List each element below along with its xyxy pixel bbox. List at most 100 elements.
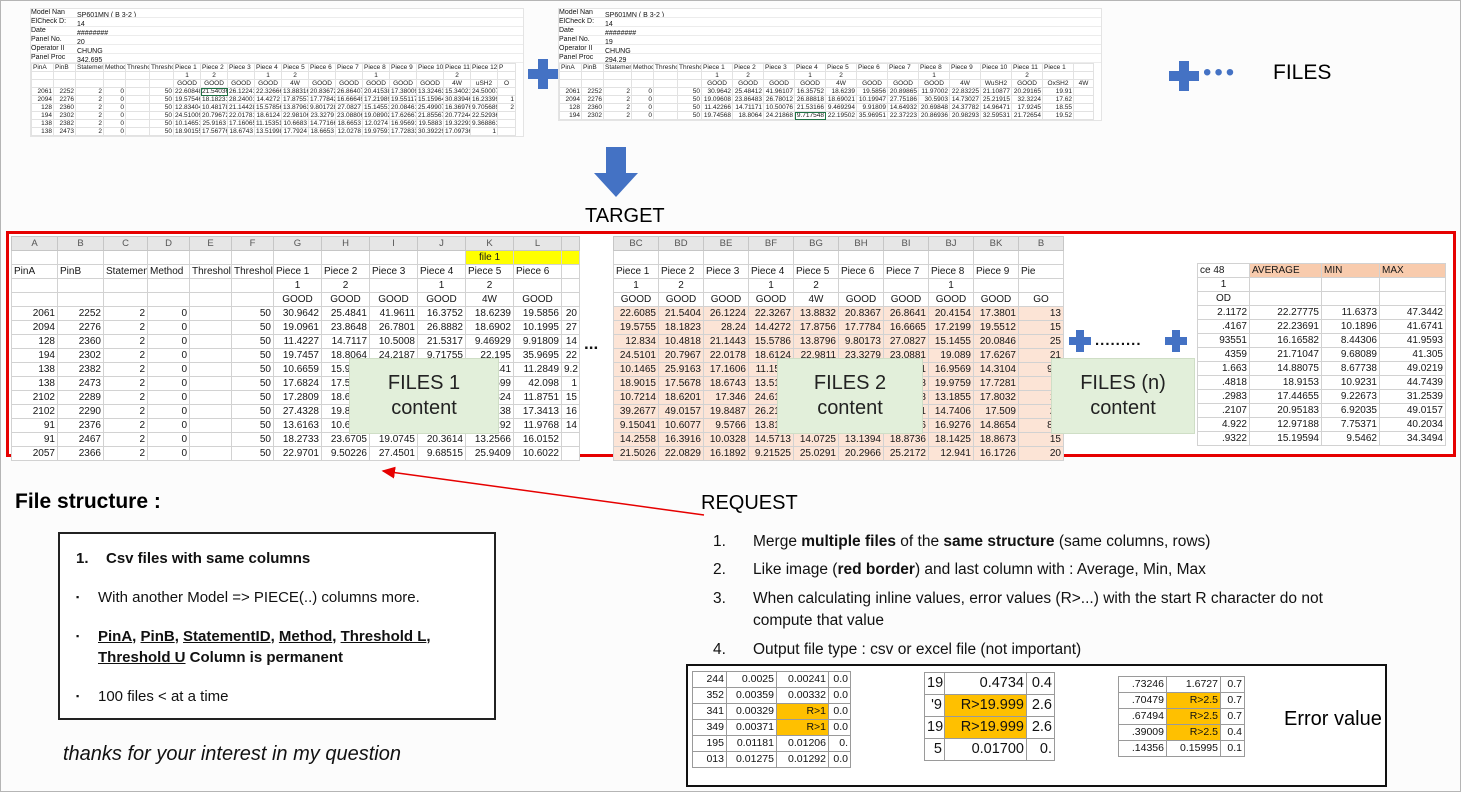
sheet-cell[interactable]: 15.14551 [363,104,390,112]
sheet-cell[interactable] [654,96,678,104]
sheet-cell[interactable]: 20.69848 [919,104,950,112]
sheet-cell[interactable]: 2 [104,363,148,377]
sheet-cell[interactable]: 13 [1019,307,1064,321]
sheet-cell[interactable]: 15.34021 [444,88,471,96]
sheet-cell[interactable]: 13.2566 [466,433,514,447]
sheet-cell[interactable]: 9.368861 [471,120,498,128]
sheet-cell[interactable]: 12.97188 [1250,418,1322,432]
sheet-cell[interactable]: 18.6124 [255,112,282,120]
sheet-cell[interactable]: 9.21525 [749,447,794,461]
sheet-cell[interactable]: 18.8736 [884,433,929,447]
sheet-cell[interactable]: 19.7457 [274,349,322,363]
sheet-cell[interactable]: 17.09736 [444,128,471,136]
sheet-cell[interactable]: 50 [232,349,274,363]
sheet-cell[interactable]: 24.5101 [614,349,659,363]
sheet-cell[interactable]: 1 [614,279,659,293]
sheet-cell[interactable] [104,293,148,307]
sheet-cell[interactable]: 0 [148,349,190,363]
sheet-cell[interactable]: 26.86407 [336,88,363,96]
sheet-cell[interactable]: 10.1465 [614,363,659,377]
sheet-cell[interactable] [974,279,1019,293]
sheet-cell[interactable]: 28.24001 [228,96,255,104]
sheet-cell[interactable] [190,335,232,349]
sheet-cell[interactable]: 11.15351 [255,120,282,128]
sheet-cell[interactable]: 4W [444,80,471,88]
sheet-cell[interactable]: 16.1892 [704,447,749,461]
sheet-cell[interactable]: 20.2966 [839,447,884,461]
sheet-cell[interactable]: 2376 [58,419,104,433]
sheet-cell[interactable] [190,307,232,321]
sheet-cell[interactable]: 15.1455 [929,335,974,349]
sheet-cell[interactable]: 1 [919,72,950,80]
sheet-cell[interactable]: 14.71171 [733,104,764,112]
sheet-cell[interactable]: 1 [363,72,390,80]
sheet-cell[interactable]: WuSH2 [981,80,1012,88]
sheet-cell[interactable]: Piece 12 [471,64,498,72]
sheet-cell[interactable]: 16.3752 [418,307,466,321]
sheet-cell[interactable]: 19 [925,717,945,739]
sheet-cell[interactable]: 25.2172 [884,447,929,461]
sheet-cell[interactable]: 17.346 [704,391,749,405]
sheet-cell[interactable]: 2 [76,104,104,112]
sheet-cell[interactable]: 27.75186 [888,96,919,104]
sheet-cell[interactable] [514,251,562,265]
sheet-cell[interactable]: 0 [148,335,190,349]
sheet-cell[interactable]: 18.1823 [659,321,704,335]
sheet-cell[interactable]: 2 [104,391,148,405]
sheet-cell[interactable]: 4W [950,80,981,88]
sheet-cell[interactable] [604,72,632,80]
sheet-cell[interactable]: 13.87963 [282,104,309,112]
sheet-cell[interactable]: 17.7784 [839,321,884,335]
sheet-cell[interactable]: 19.9759 [929,377,974,391]
sheet-cell[interactable] [12,279,58,293]
sheet-cell[interactable]: 35.96951 [857,112,888,120]
sheet-cell[interactable]: GOOD [322,293,370,307]
sheet-cell[interactable]: 18.6743 [704,377,749,391]
sheet-cell[interactable]: Piece 5 [826,64,857,72]
sheet-cell[interactable]: 10.9231 [1322,376,1380,390]
sheet-cell[interactable]: 17.62667 [390,112,417,120]
sheet-cell[interactable]: '9 [925,695,945,717]
sheet-cell[interactable]: Piece 4 [255,64,282,72]
sheet-cell[interactable]: 0.0 [829,752,851,768]
sheet-cell[interactable] [562,293,580,307]
column-letter[interactable]: E [190,237,232,251]
sheet-cell[interactable]: 30.5903 [919,96,950,104]
sheet-cell[interactable] [614,251,659,265]
sheet-cell[interactable]: 1 [174,72,201,80]
sheet-cell[interactable]: 17.56776 [201,128,228,136]
sheet-cell[interactable]: 20.8367 [839,307,884,321]
sheet-cell[interactable]: 21.10877 [981,88,1012,96]
sheet-cell[interactable] [950,72,981,80]
sheet-cell[interactable]: 14.8654 [974,419,1019,433]
sheet-cell[interactable]: 16.66649 [336,96,363,104]
sheet-cell[interactable]: 50 [150,96,174,104]
sheet-cell[interactable]: 0.01206 [777,736,829,752]
sheet-cell[interactable]: 34.3494 [1380,432,1446,446]
sheet-cell[interactable]: 9.5766 [704,419,749,433]
sheet-cell[interactable]: 0. [1027,739,1055,761]
sheet-cell[interactable]: 10.19947 [857,96,888,104]
sheet-cell[interactable] [1380,292,1446,306]
sheet-cell[interactable]: R>2.5 [1167,709,1221,725]
sheet-cell[interactable]: 8.67738 [1322,362,1380,376]
sheet-cell[interactable]: 50 [232,363,274,377]
sheet-cell[interactable]: GOOD [888,80,919,88]
sheet-cell[interactable] [888,72,919,80]
sheet-cell[interactable] [190,433,232,447]
sheet-cell[interactable] [498,120,516,128]
sheet-cell[interactable]: 20.4154 [929,307,974,321]
sheet-cell[interactable]: Piece 10 [417,64,444,72]
sheet-cell[interactable]: 17.16065 [228,120,255,128]
sheet-cell[interactable]: 2360 [58,335,104,349]
sheet-cell[interactable]: 18.6653 [336,120,363,128]
sheet-cell[interactable]: PinA [32,64,54,72]
sheet-cell[interactable] [417,72,444,80]
sheet-cell[interactable]: 20.79672 [201,112,228,120]
sheet-cell[interactable]: 17.62 [1043,96,1074,104]
sheet-cell[interactable] [148,293,190,307]
sheet-cell[interactable]: 14.64932 [888,104,919,112]
sheet-cell[interactable] [1250,278,1322,292]
sheet-cell[interactable]: 20.95183 [1250,404,1322,418]
sheet-cell[interactable]: 17.44655 [1250,390,1322,404]
